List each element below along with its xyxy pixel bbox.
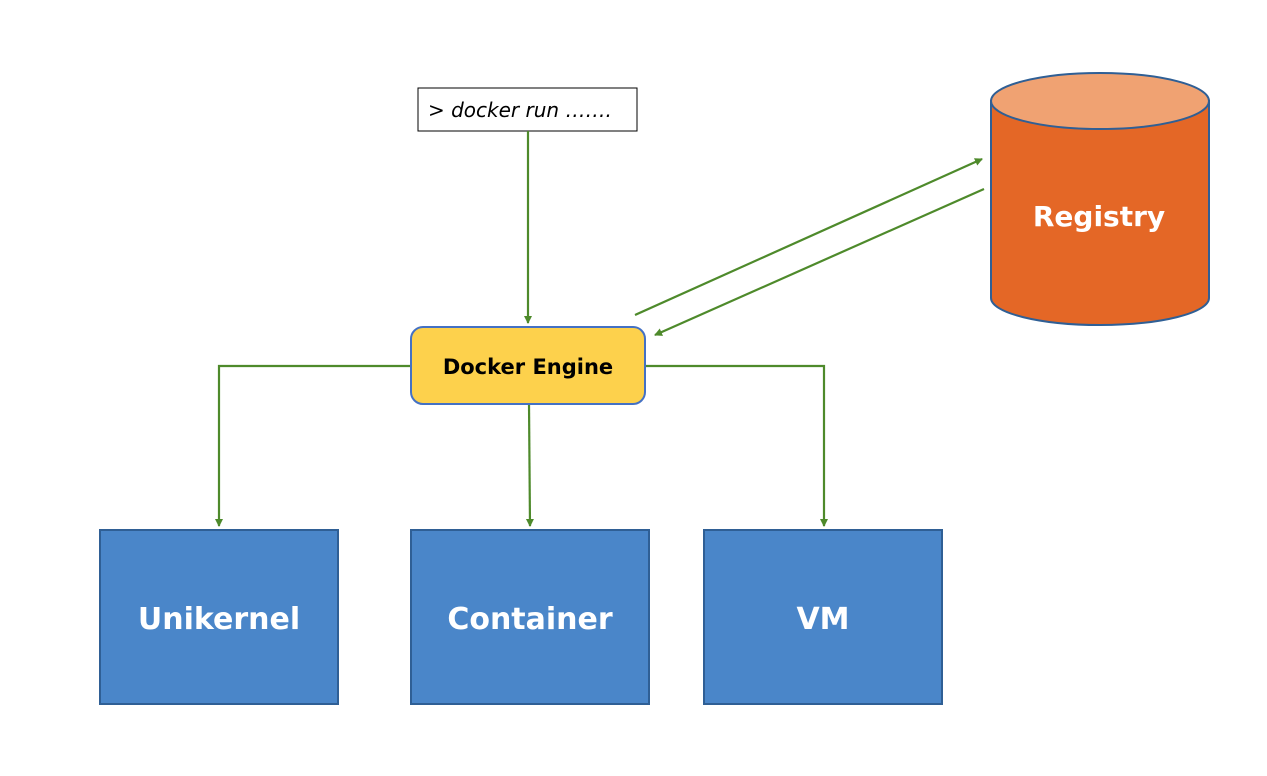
- docker-engine-node: Docker Engine: [410, 326, 646, 405]
- registry-label: Registry: [1033, 200, 1165, 233]
- vm-label: VM: [796, 602, 849, 637]
- arrow-engine-to-container: [525, 403, 534, 527]
- unikernel-node: Unikernel: [99, 529, 339, 705]
- command-box: > docker run …….: [417, 87, 638, 132]
- docker-engine-label: Docker Engine: [443, 355, 613, 379]
- arrow-registry-to-engine: [654, 187, 985, 337]
- registry-database-icon: Registry: [990, 72, 1210, 326]
- container-label: Container: [447, 602, 613, 637]
- unikernel-label: Unikernel: [138, 602, 300, 637]
- arrow-engine-to-registry: [634, 157, 983, 317]
- command-text: > docker run …….: [428, 98, 612, 122]
- arrow-engine-to-unikernel: [215, 364, 411, 527]
- container-node: Container: [410, 529, 650, 705]
- vm-node: VM: [703, 529, 943, 705]
- arrow-engine-to-vm: [645, 364, 828, 527]
